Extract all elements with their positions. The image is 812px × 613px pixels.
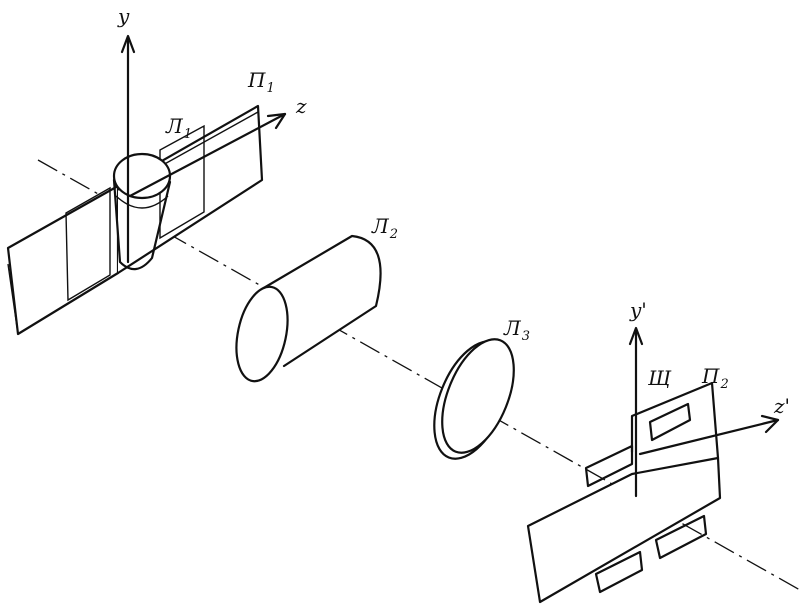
lens-3-label-main: Л — [504, 316, 521, 340]
plane-1-hatch-right — [159, 124, 205, 240]
plane-2-label-sub: 2 — [720, 377, 729, 392]
lens-2-face — [235, 285, 289, 383]
plane-1-hatch-left — [65, 186, 111, 302]
plane-2-hatch-2 — [654, 514, 708, 560]
z-axis-1 — [128, 112, 287, 198]
z-axis-2-label: z' — [774, 394, 791, 418]
plane-2-label-main: П — [702, 364, 720, 388]
lens-1-label: Л1 — [166, 116, 192, 141]
plane-1-label-sub: 1 — [266, 81, 275, 96]
lens-3-label: Л3 — [504, 318, 530, 343]
y-axis-1-label: y — [118, 4, 130, 28]
optical-axis — [37, 159, 801, 591]
lens-2-label-main: Л — [372, 214, 389, 238]
y-axis-1-arrow — [120, 34, 136, 54]
plane-1-back — [116, 104, 264, 275]
lens-2-label-sub: 2 — [389, 227, 398, 242]
plane-2-hatch-1 — [594, 550, 644, 594]
slit-jaw-right — [648, 402, 692, 442]
y-axis-2-arrow — [628, 326, 644, 346]
slit-label: Щ — [648, 366, 671, 390]
plane-2 — [526, 381, 722, 604]
y-axis-2-label: y' — [630, 298, 647, 322]
lens-1-curve — [115, 195, 169, 209]
plane-2-label: П2 — [702, 366, 729, 391]
plane-1-label-main: П — [248, 68, 266, 92]
lens-1-label-sub: 1 — [183, 127, 192, 142]
lens-3 — [433, 338, 515, 460]
lens-2 — [235, 234, 382, 383]
plane-2-edge — [527, 525, 541, 603]
z-axis-1-arrow — [266, 112, 287, 130]
lens-1-body — [112, 178, 172, 271]
lens-1-top — [112, 152, 172, 200]
z-axis-2 — [638, 418, 780, 456]
plane-1-front — [6, 184, 120, 336]
plane-1-edge — [7, 263, 19, 335]
lens-3-label-sub: 3 — [521, 329, 530, 344]
lens-1-label-main: Л — [166, 114, 183, 138]
plane-1-label: П1 — [248, 70, 275, 95]
plane-1 — [6, 104, 264, 336]
lens-2-body — [260, 234, 382, 368]
lens-3-face — [441, 338, 515, 454]
lens-2-label: Л2 — [372, 216, 398, 241]
z-axis-2-arrow — [760, 414, 780, 434]
z-axis-1-label: z — [296, 94, 307, 118]
slit-jaw-left — [584, 444, 634, 488]
